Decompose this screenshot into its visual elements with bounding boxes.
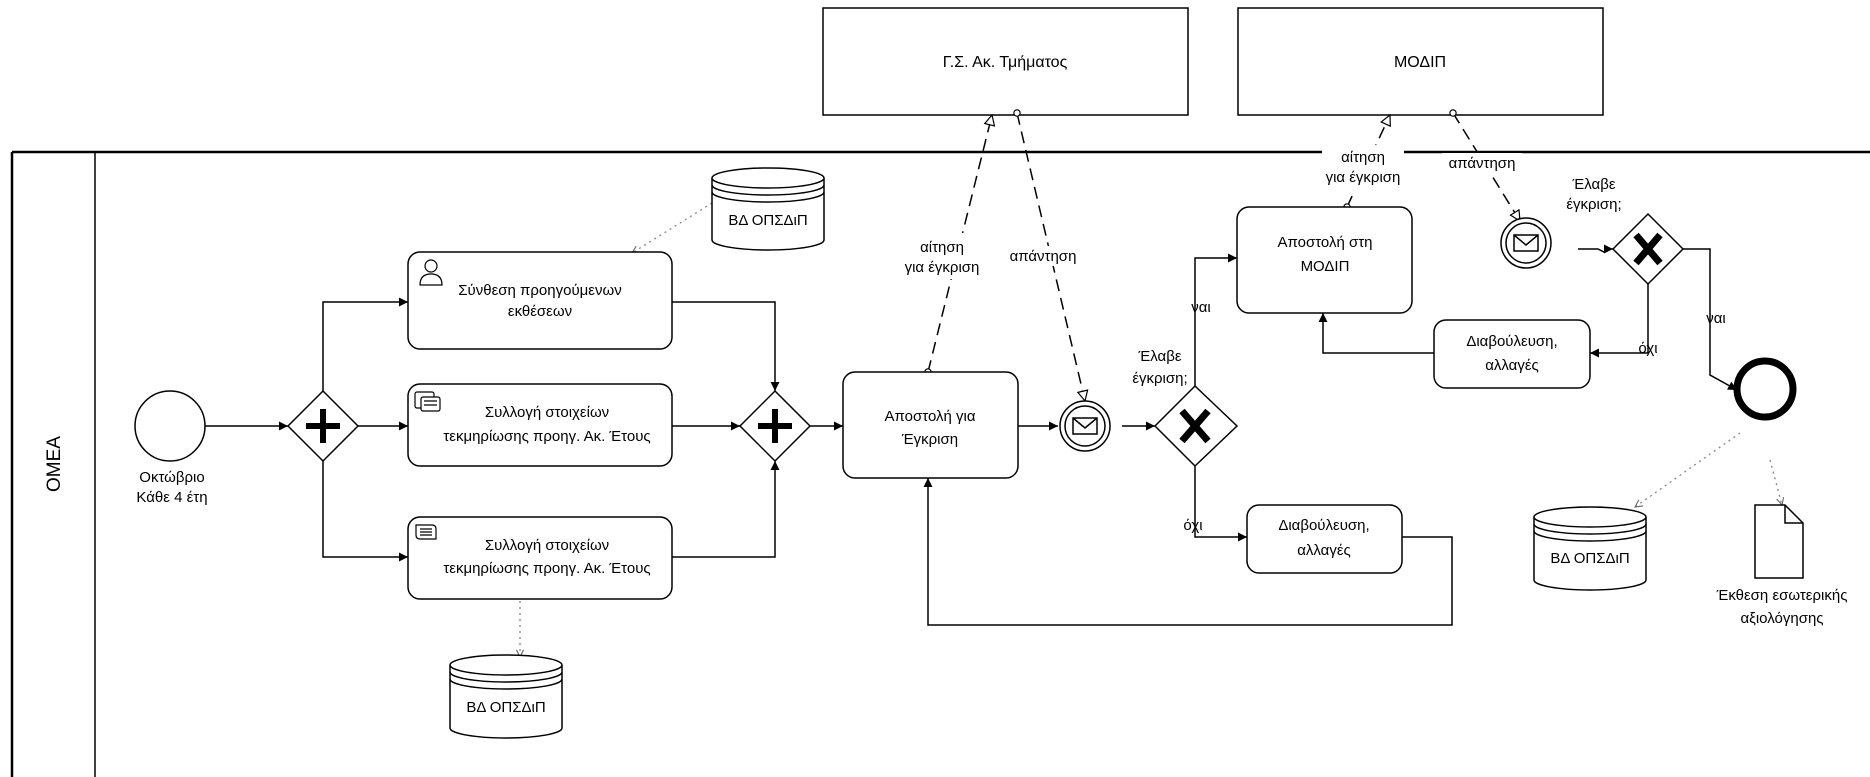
task-collect-2[interactable]: Συλλογή στοιχείων τεκμηρίωσης προηγ. Ακ.… xyxy=(407,516,673,600)
flow-label-request-2: αίτηση για έγκριση xyxy=(1322,145,1404,190)
task-synthesis[interactable]: Σύνθεση προηγούμενων εκθέσεων xyxy=(407,251,673,350)
x-icon xyxy=(1179,408,1211,444)
parallel-gateway-split[interactable] xyxy=(286,389,360,463)
gateway-1-label-2: έγκριση; xyxy=(1132,370,1187,387)
datastore-2[interactable]: ΒΔ ΟΠΣΔιΠ xyxy=(449,654,563,739)
manual-task-icon xyxy=(415,524,437,540)
pool-modip-label: ΜΟΔΙΠ xyxy=(1394,54,1446,71)
envelope-icon xyxy=(1072,417,1098,435)
datastore-3[interactable]: ΒΔ ΟΠΣΔιΠ xyxy=(1533,506,1647,591)
flow-label-reply-1-text: απάντηση xyxy=(1010,248,1077,265)
flow-label-request-1-l2: για έγκριση xyxy=(905,259,980,276)
task-synthesis-label-1: Σύνθεση προηγούμενων xyxy=(458,282,621,299)
pool-modip: ΜΟΔΙΠ xyxy=(1237,7,1604,116)
start-event-label-1: Οκτώβριο xyxy=(139,469,204,486)
flow-label-reply-1: απάντηση xyxy=(1004,246,1082,266)
datastore-2-label: ΒΔ ΟΠΣΔιΠ xyxy=(466,699,545,716)
task-collect-2-label-1: Συλλογή στοιχείων xyxy=(485,537,609,554)
task-send-modip-label-1: Αποστολή στη xyxy=(1277,234,1372,251)
flow-label-no-2: όχι xyxy=(1638,340,1657,357)
user-icon xyxy=(419,259,443,286)
gateway-2-label-2: έγκριση; xyxy=(1566,196,1621,213)
sequence-flows xyxy=(205,244,1738,626)
flow-label-request-1: αίτηση για έγκριση xyxy=(902,233,984,279)
plus-icon xyxy=(758,409,792,443)
data-object-report-label-1: Έκθεση εσωτερικής xyxy=(1716,587,1848,604)
task-collect-1-label-1: Συλλογή στοιχείων xyxy=(485,404,609,421)
start-event-label-2: Κάθε 4 έτη xyxy=(136,489,207,506)
flow-label-yes-1: ναι xyxy=(1191,299,1211,316)
flow-label-reply-2: απάντηση xyxy=(1442,153,1522,173)
flow-label-yes-2: ναι xyxy=(1706,310,1726,327)
flow-label-request-2-l1: αίτηση xyxy=(1341,149,1385,166)
flow-label-request-1-l1: αίτηση xyxy=(920,239,964,256)
message-catch-event-1[interactable] xyxy=(1059,400,1111,452)
datastore-1-label: ΒΔ ΟΠΣΔιΠ xyxy=(728,212,807,229)
pool-omea-label: ΟΜΕΑ xyxy=(44,436,65,492)
task-send-approval-label-2: Έγκριση xyxy=(901,431,958,448)
x-icon xyxy=(1633,232,1663,266)
task-collect-1-label-2: τεκμηρίωσης προηγ. Ακ. Έτους xyxy=(443,428,650,445)
task-consult-1-label-2: αλλαγές xyxy=(1297,542,1351,559)
data-object-report-label-2: αξιολόγησης xyxy=(1740,610,1823,627)
task-send-modip[interactable]: Αποστολή στη ΜΟΔΙΠ xyxy=(1236,206,1413,314)
pool-gs-dept-label: Γ.Σ. Ακ. Τμήματος xyxy=(943,54,1068,71)
message-catch-event-2[interactable] xyxy=(1500,217,1552,269)
flow-label-reply-2-text: απάντηση xyxy=(1449,155,1516,172)
exclusive-gateway-2[interactable] xyxy=(1611,212,1685,286)
datastore-3-label: ΒΔ ΟΠΣΔιΠ xyxy=(1550,550,1629,567)
task-send-approval[interactable]: Αποστολή για Έγκριση xyxy=(842,371,1019,479)
plus-icon xyxy=(306,409,340,443)
task-send-approval-label-1: Αποστολή για xyxy=(884,408,975,425)
flow-label-no-1: όχι xyxy=(1183,517,1202,534)
gateway-1-label-1: Έλαβε xyxy=(1137,348,1181,365)
task-collect-1[interactable]: Συλλογή στοιχείων τεκμηρίωσης προηγ. Ακ.… xyxy=(407,383,673,467)
task-send-modip-label-2: ΜΟΔΙΠ xyxy=(1301,258,1350,275)
task-consult-1[interactable]: Διαβούλευση, αλλαγές xyxy=(1246,504,1403,574)
task-consult-2[interactable]: Διαβούλευση, αλλαγές xyxy=(1433,319,1591,389)
pool-gs-dept: Γ.Σ. Ακ. Τμήματος xyxy=(822,7,1189,116)
gateway-2-label-1: Έλαβε xyxy=(1571,176,1615,193)
task-consult-2-label-1: Διαβούλευση, xyxy=(1466,333,1557,350)
flow-label-request-2-l2: για έγκριση xyxy=(1326,169,1401,186)
task-consult-2-label-2: αλλαγές xyxy=(1485,357,1539,374)
envelope-icon xyxy=(1513,234,1539,252)
start-event[interactable] xyxy=(134,390,206,462)
end-event[interactable] xyxy=(1733,357,1797,421)
data-object-report[interactable] xyxy=(1754,504,1804,579)
associations xyxy=(520,202,1782,657)
datastore-1[interactable]: ΒΔ ΟΠΣΔιΠ xyxy=(711,167,825,251)
script-icon xyxy=(414,391,441,412)
parallel-gateway-join[interactable] xyxy=(738,389,812,463)
task-synthesis-label-2: εκθέσεων xyxy=(508,303,572,320)
exclusive-gateway-1[interactable] xyxy=(1153,384,1239,468)
task-consult-1-label-1: Διαβούλευση, xyxy=(1278,517,1369,534)
task-collect-2-label-2: τεκμηρίωσης προηγ. Ακ. Έτους xyxy=(443,560,650,577)
